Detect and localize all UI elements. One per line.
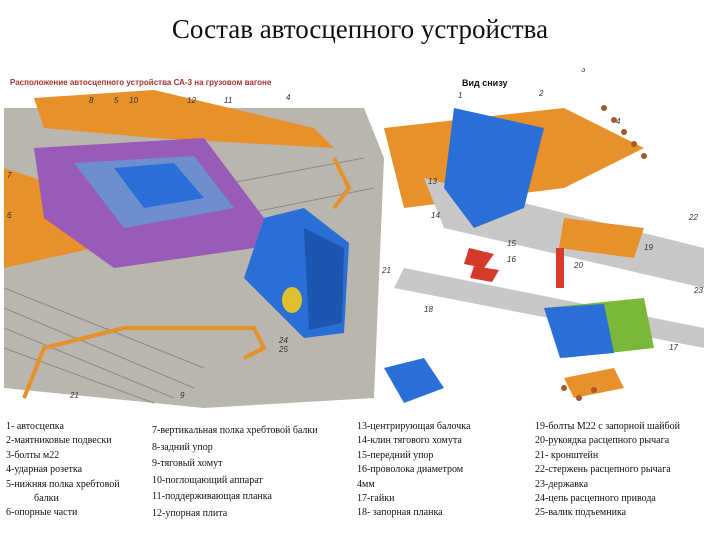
coupler-diagram: 8 5 10 12 11 4 1 2 3 4 7 6 13 14 21 15 1… [4,68,704,408]
bottom-view-label: Вид снизу [462,78,508,88]
legend-item: 5-нижняя полка хребтовой [6,478,120,490]
figure-caption: Расположение автосцепного устройства СА-… [10,78,272,87]
legend-item: 19-болты М22 с запорной шайбой [535,421,680,432]
svg-text:17: 17 [669,343,678,352]
lock-red-1 [464,248,494,268]
legend-item: 8-задний упор [152,441,213,453]
svg-text:3: 3 [581,68,586,74]
svg-text:7: 7 [7,171,12,180]
bottom-view-plate [559,218,644,258]
legend-column-3: 13-центрирующая балочка 14-клин тягового… [357,420,532,521]
legend-item: 16-проволока диаметром [357,464,464,476]
legend-item: 7-вертикальная полка хребтовой балки [152,425,318,436]
holder-orange [564,368,624,398]
svg-text:2: 2 [538,89,544,98]
svg-text:12: 12 [187,96,196,105]
stem-red [556,248,564,288]
legend-item: 18- запорная планка [357,507,443,519]
callout-numbers: 8 5 10 12 11 4 1 2 3 4 7 6 13 14 21 15 1… [7,68,703,400]
svg-text:23: 23 [693,286,703,295]
svg-text:1: 1 [458,91,462,100]
svg-text:21: 21 [381,266,391,275]
svg-text:18: 18 [424,305,433,314]
legend-item: 20-рукоядка расцепного рычага [535,435,670,447]
legend-item: 10-поглощающий аппарат [152,474,263,486]
legend-item: 11-поддерживающая планка [152,491,272,503]
legend-item: 6-опорные части [6,507,78,519]
legend-item: 14-клин тягового хомута [357,435,462,447]
lock-red-2 [470,266,499,282]
wagon-wood-top [34,90,334,148]
draft-gear-blue [544,304,614,358]
legend-column-1: 1- автосцепка 2-маятниковые подвески 3-б… [6,420,152,521]
legend-item: 21- кронштейн [535,449,599,461]
coupler-face [304,228,344,330]
legend-column-2: 7-вертикальная полка хребтовой балки 8-з… [152,423,357,523]
legend-item: 25-валик подъемника [535,507,627,519]
svg-text:15: 15 [507,239,516,248]
uncoupling-rod [22,326,267,399]
legend-column-4: 19-болты М22 с запорной шайбой 20-рукояд… [535,420,715,521]
svg-text:14: 14 [431,211,440,220]
legend-item: 4мм [357,478,375,490]
svg-text:20: 20 [573,261,583,270]
legend-item: 22-стержень расцепного рычага [535,464,671,476]
svg-text:21: 21 [69,391,79,400]
legend-item: балки [34,493,59,505]
knuckle-exploded [384,358,444,403]
legend-item: 3-болты м22 [6,449,60,461]
svg-text:5: 5 [114,96,119,105]
legend-item: 4-ударная розетка [6,464,83,476]
legend-item: 2-маятниковые подвески [6,435,112,447]
svg-text:22: 22 [688,213,698,222]
legend-item: 15-передний упор [357,449,434,461]
svg-text:10: 10 [129,96,138,105]
draft-yoke [114,163,204,208]
svg-text:24: 24 [278,336,288,345]
svg-text:19: 19 [644,243,653,252]
knuckle-yellow [282,287,302,313]
bottom-view-coupler [444,108,544,228]
legend-item: 24-цепь расцепного привода [535,493,656,505]
page-title: Состав автосцепного устройства [171,14,549,44]
legend-item: 13-центрирующая балочка [357,421,471,432]
svg-text:8: 8 [89,96,94,105]
svg-text:9: 9 [180,391,185,400]
bracket-left [332,157,352,210]
legend-item: 23-державка [535,478,589,490]
legend-item: 1- автосцепка [6,421,64,432]
svg-text:16: 16 [507,255,516,264]
legend-item: 12-упорная плита [152,507,228,519]
svg-text:4: 4 [286,93,291,102]
legend-item: 9-тяговый хомут [152,458,223,470]
svg-text:25: 25 [278,345,288,354]
legend-item: 17-гайки [357,493,395,505]
svg-text:4: 4 [616,117,621,126]
svg-text:11: 11 [224,96,232,105]
svg-text:6: 6 [7,211,12,220]
svg-text:13: 13 [428,177,437,186]
